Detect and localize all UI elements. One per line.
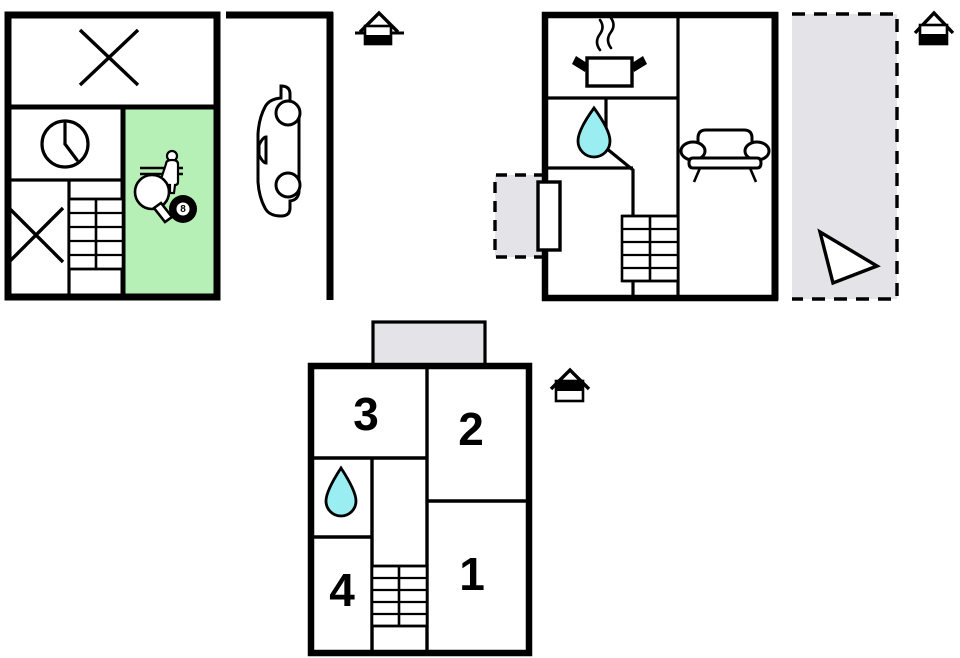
clock-icon — [40, 119, 90, 169]
basement-outer-wall — [4, 11, 221, 301]
room-label-2: 2 — [458, 403, 484, 455]
room-label-1: 1 — [459, 548, 485, 600]
water-drop-icon — [324, 465, 358, 518]
direction-arrow-icon — [817, 228, 881, 286]
door-icon — [536, 180, 562, 252]
water-drop-icon — [576, 105, 612, 159]
house-level-basement-icon — [355, 10, 404, 46]
sofa-icon — [679, 128, 771, 183]
cooking-pot-icon — [572, 16, 647, 88]
car-icon — [256, 84, 302, 218]
terrace-dashed-outline — [792, 12, 899, 301]
room-label-4: 4 — [329, 564, 355, 616]
cross-icon — [7, 206, 65, 264]
carport — [226, 11, 334, 300]
stairs-icon — [67, 197, 125, 271]
foosball-pingpong-billiard-icon: 8 — [133, 149, 197, 224]
room-label-3: 3 — [353, 388, 379, 440]
stairs-icon — [620, 214, 680, 283]
house-level-ground-icon — [549, 367, 591, 403]
stairs-icon — [370, 564, 429, 628]
svg-text:8: 8 — [180, 204, 186, 215]
porch-dashed-outline — [493, 173, 545, 259]
cross-icon — [78, 28, 140, 87]
balcony — [371, 320, 487, 368]
house-level-upper-icon — [913, 10, 955, 46]
